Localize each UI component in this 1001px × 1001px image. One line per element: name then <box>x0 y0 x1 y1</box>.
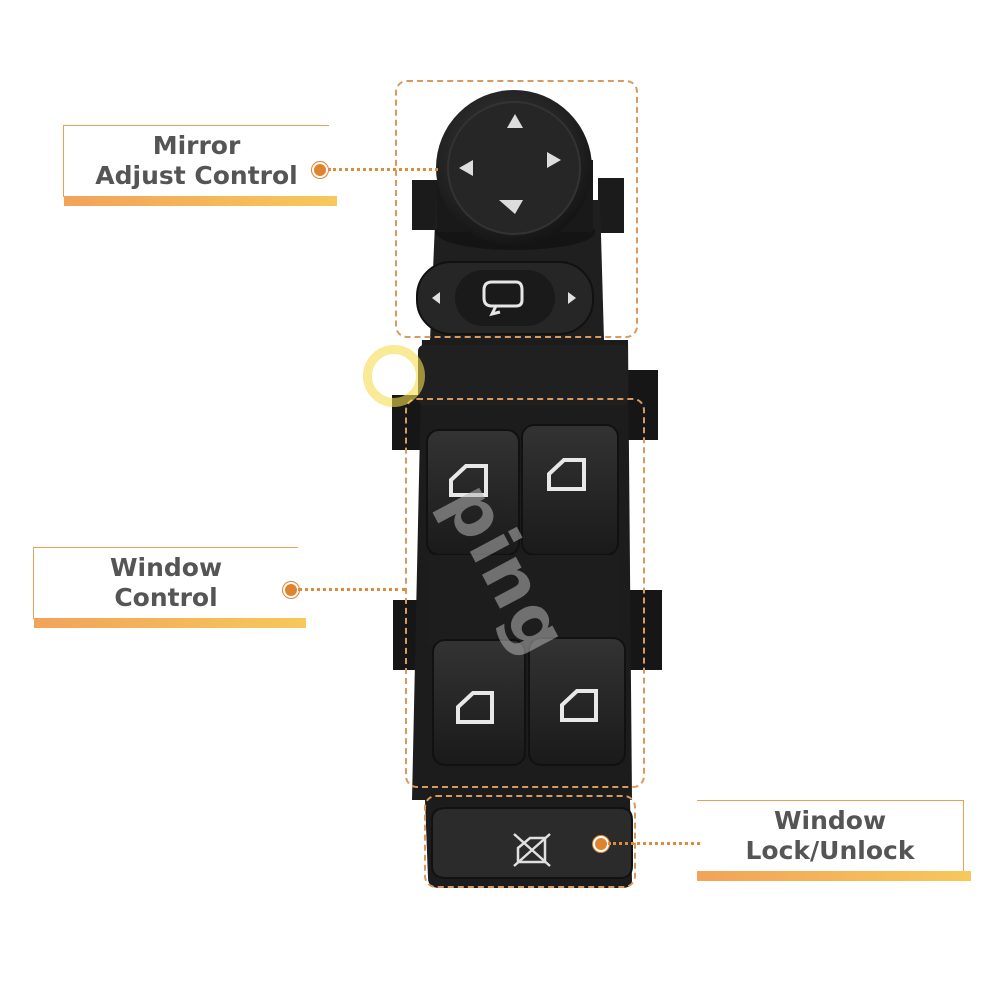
window-glyph-icon <box>560 689 598 722</box>
mirror-select-rocker[interactable] <box>416 261 594 335</box>
window-lock-label-line1: Window <box>773 806 887 835</box>
window-glyph-icon <box>547 458 586 491</box>
window-lock-connector-line <box>608 842 700 845</box>
window-control-label-line2: Control <box>114 583 218 612</box>
mirror-connector-line <box>328 168 438 171</box>
arrow-left-icon <box>459 160 473 176</box>
mirror-select-icon <box>482 280 524 317</box>
window-lock-connector-dot <box>593 836 609 852</box>
mirror-left-arrow-icon <box>432 292 440 304</box>
mirror-region-outline <box>395 80 638 338</box>
window-lock-label-line2: Lock/Unlock <box>745 836 915 865</box>
window-control-connector-line <box>298 588 406 591</box>
mirror-right-arrow-icon <box>568 292 576 304</box>
mirror-connector-dot <box>312 162 328 178</box>
mirror-label-line1: Mirror <box>152 131 241 160</box>
window-control-connector-dot <box>283 582 299 598</box>
arrow-right-icon <box>547 152 561 168</box>
window-control-region-outline <box>405 398 645 788</box>
window-button-front-left[interactable] <box>426 429 520 556</box>
window-control-label-line1: Window <box>109 553 223 582</box>
arrow-down-icon <box>499 200 523 214</box>
window-button-rear-right[interactable] <box>528 637 626 766</box>
window-glyph-icon <box>449 464 488 497</box>
window-glyph-icon <box>456 691 494 724</box>
window-lock-icon <box>513 833 551 867</box>
watermark-logo <box>363 345 425 407</box>
window-control-label: Window Control <box>33 547 306 628</box>
mirror-adjust-knob[interactable] <box>435 90 595 250</box>
window-button-rear-left[interactable] <box>432 639 526 766</box>
arrow-up-icon <box>507 114 523 128</box>
window-lock-label: Window Lock/Unlock <box>697 800 971 881</box>
window-lock-region-outline <box>424 795 636 888</box>
mirror-label-line2: Adjust Control <box>95 161 298 190</box>
window-lock-button[interactable] <box>431 807 633 879</box>
mirror-adjust-label: Mirror Adjust Control <box>63 125 337 206</box>
